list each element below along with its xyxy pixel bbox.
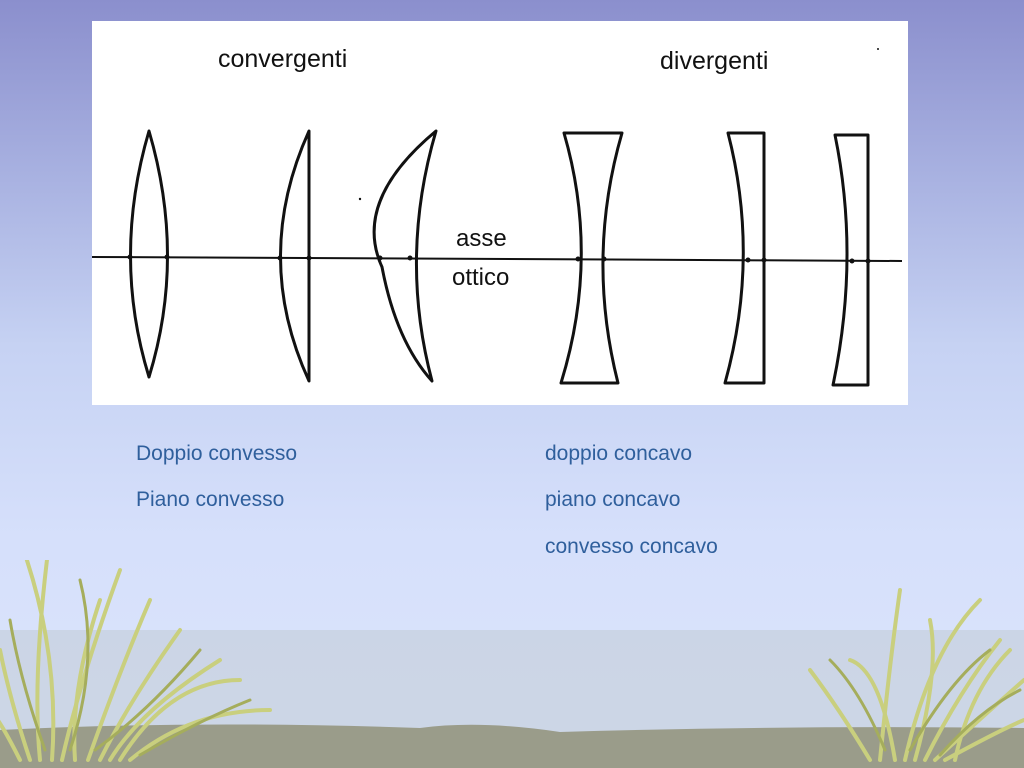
ground-haze [0,630,1024,740]
caption-doppio-convesso: Doppio convesso [136,442,298,465]
lens-double-convex [129,129,169,379]
lens-plano-convex [279,129,311,383]
lens-concave-convex-meniscus [831,133,870,387]
caption-convesso-concavo: convesso concavo [545,535,718,558]
optical-axis-line [92,256,903,262]
lens-double-concave [559,131,624,385]
lens-diagram: convergenti divergenti asse ottico [92,21,908,405]
caption-doppio-concavo: doppio concavo [545,442,693,465]
axis-label-asse: asse [456,225,507,252]
lens-convex-concave-meniscus [372,129,438,383]
caption-piano-convesso: Piano convesso [136,488,285,511]
axis-label-ottico: ottico [452,264,509,291]
grass-scenery [0,560,1024,768]
caption-piano-concavo: piano concavo [545,488,681,511]
heading-divergenti: divergenti [660,47,768,75]
ground [0,724,1024,768]
heading-convergenti: convergenti [218,45,347,73]
lens-plano-concave [723,131,766,385]
